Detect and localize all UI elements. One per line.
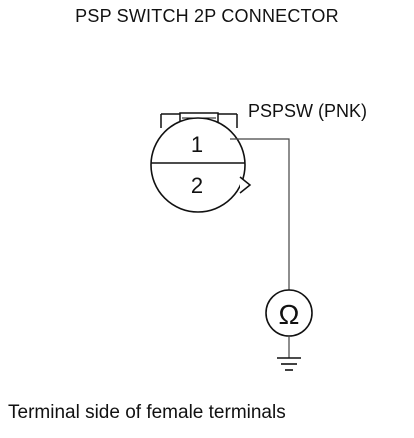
- view-note: Terminal side of female terminals: [8, 402, 286, 423]
- ground-icon: [277, 357, 301, 371]
- terminal-2-label: 2: [191, 173, 203, 198]
- probe-wire: [230, 138, 290, 290]
- wire-label: PSPSW (PNK): [248, 101, 367, 121]
- connector-key: [239, 176, 252, 194]
- connector-2p: [150, 112, 252, 213]
- connector-housing: [150, 117, 246, 213]
- diagram-title: PSP SWITCH 2P CONNECTOR: [75, 6, 339, 26]
- terminal-1-label: 1: [191, 132, 203, 157]
- ohm-symbol: Ω: [279, 299, 300, 330]
